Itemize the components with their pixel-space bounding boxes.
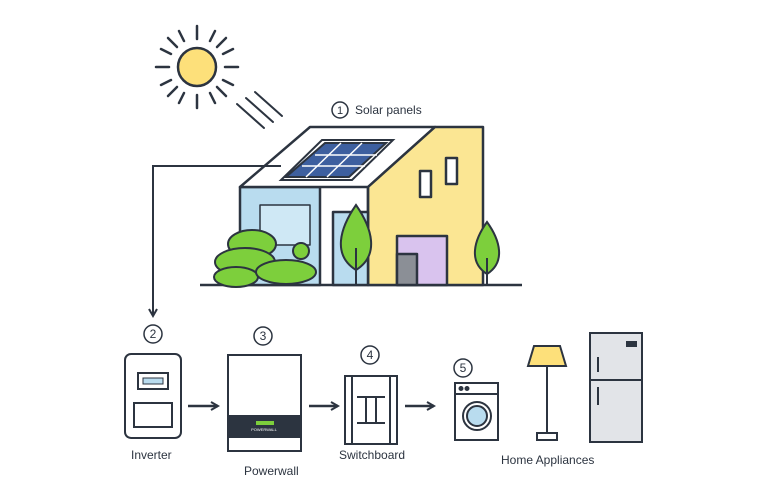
powerwall-brand-text: POWERWALL — [251, 427, 278, 432]
floor-lamp-icon — [526, 345, 568, 441]
home-appliances-label: Home Appliances — [501, 453, 595, 467]
inverter-label: Inverter — [131, 448, 172, 462]
svg-text:5: 5 — [460, 361, 467, 375]
svg-text:4: 4 — [367, 348, 374, 362]
tree-icon-left — [340, 203, 372, 285]
bush-icon — [213, 229, 317, 288]
sun-rays-icon — [236, 91, 283, 129]
inverter-icon — [124, 353, 182, 439]
step-3-circle: 3 — [253, 326, 273, 346]
refrigerator-icon — [589, 332, 643, 443]
step-2-circle: 2 — [143, 324, 163, 344]
svg-text:1: 1 — [337, 105, 343, 117]
washing-machine-icon — [454, 382, 499, 441]
sun-icon — [154, 24, 240, 110]
solar-panels-label: Solar panels — [355, 103, 422, 117]
tree-icon-right — [473, 220, 501, 285]
powerwall-label: Powerwall — [244, 464, 299, 478]
switchboard-icon — [344, 375, 398, 445]
step-5-circle: 5 — [453, 358, 473, 378]
step-1-circle: 1 — [331, 101, 349, 119]
powerwall-icon: POWERWALL — [227, 354, 302, 452]
svg-text:2: 2 — [150, 327, 157, 341]
solar-panel-icon — [278, 139, 396, 181]
step-4-circle: 4 — [360, 345, 380, 365]
svg-text:3: 3 — [260, 329, 267, 343]
panel-to-inverter-arrow — [153, 165, 281, 316]
switchboard-label: Switchboard — [339, 448, 406, 462]
